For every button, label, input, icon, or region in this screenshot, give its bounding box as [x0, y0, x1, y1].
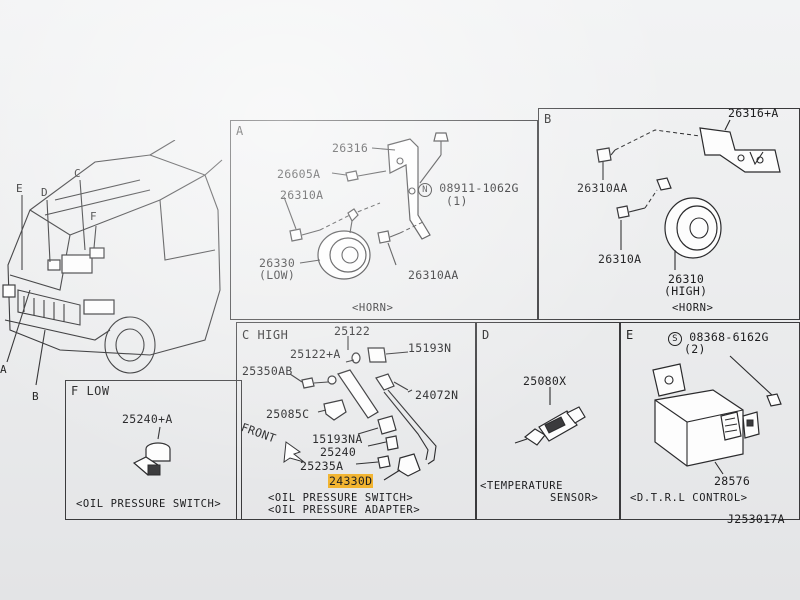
panel-f-caption: <OIL PRESSURE SWITCH> — [76, 498, 222, 510]
dtrl-control-unit-drawing — [652, 355, 782, 475]
temperature-sensor-drawing — [514, 387, 586, 446]
panel-a-caption: <HORN> — [352, 302, 394, 314]
panel-e-letter: E — [626, 328, 634, 342]
panel-e-caption: <D.T.R.L CONTROL> — [630, 492, 748, 504]
panel-c-caption-1: <OIL PRESSURE SWITCH> — [268, 492, 414, 504]
callout-a: A — [0, 363, 7, 376]
horn-low-drawing — [283, 132, 449, 280]
part-25240a: 25240+A — [122, 412, 173, 426]
panel-b-caption: <HORN> — [672, 302, 714, 314]
panel-d-letter: D — [482, 328, 490, 342]
panel-c-caption-2: <OIL PRESSURE ADAPTER> — [268, 504, 421, 516]
callout-b: B — [32, 390, 39, 403]
panel-d-caption-1: <TEMPERATURE — [480, 480, 564, 492]
vehicle-overview-drawing: E D C F A B — [0, 140, 223, 403]
callout-c: C — [74, 167, 81, 180]
panel-d-caption-2: SENSOR> — [550, 492, 599, 504]
oil-pressure-switch-high-drawing — [283, 336, 437, 481]
callout-f: F — [90, 210, 97, 223]
callout-e: E — [16, 182, 23, 195]
oil-pressure-switch-low-drawing — [132, 426, 171, 476]
horn-high-drawing — [596, 119, 781, 270]
panel-f-letter: F LOW — [71, 384, 110, 398]
drawing-id: J253017A — [727, 512, 785, 526]
callout-d: D — [41, 186, 48, 199]
